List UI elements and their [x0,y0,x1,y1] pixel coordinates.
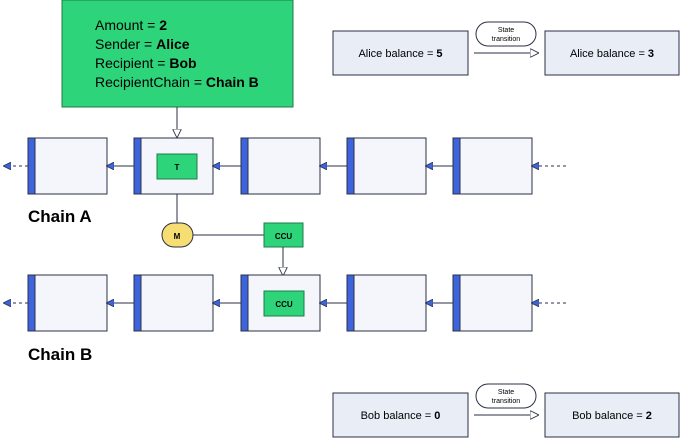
svg-text:M: M [174,232,181,241]
bob-balance-after: Bob balance = 2 [544,392,680,438]
chain-a-label: Chain A [28,207,92,226]
chain-a-block [346,137,427,195]
svg-text:State: State [498,389,514,396]
svg-text:CCU: CCU [275,232,293,241]
svg-text:Alice balance = 3: Alice balance = 3 [570,48,654,60]
svg-text:CCU: CCU [275,300,293,309]
alice-state-transition: State transition [474,21,538,53]
svg-text:Bob balance = 2: Bob balance = 2 [572,410,652,422]
chain-b-block [452,274,533,332]
tx-recipient: Recipient = Bob [95,55,197,71]
chain-b-label: Chain B [28,345,92,364]
transaction-box: Amount = 2 Sender = Alice Recipient = Bo… [61,0,294,108]
message-node: M [161,222,194,248]
tx-recipient-chain: RecipientChain = Chain B [95,74,259,90]
svg-text:Bob balance = 0: Bob balance = 0 [361,410,441,422]
svg-text:Alice balance = 5: Alice balance = 5 [358,48,442,60]
chain-b-block [240,274,321,332]
alice-balance-before: Alice balance = 5 [332,30,469,76]
transaction-marker: T [156,153,198,180]
bob-balance-before: Bob balance = 0 [332,392,469,438]
chain-b-block [27,274,108,332]
chain-b: CCU Chain B [4,274,566,364]
svg-text:T: T [175,163,180,172]
alice-balance-after: Alice balance = 3 [544,30,680,76]
bob-state-transition: State transition [474,383,538,415]
chain-a-block [240,137,321,195]
chain-a-block [452,137,533,195]
chain-a: T Chain A [4,137,566,226]
svg-text:State: State [498,27,514,34]
chain-b-block [133,274,214,332]
ccu-marker: CCU [263,290,305,317]
chain-a-block [27,137,108,195]
svg-text:transition: transition [492,36,521,43]
tx-sender: Sender = Alice [95,36,190,52]
svg-text:transition: transition [492,398,521,405]
tx-amount: Amount = 2 [95,17,167,33]
ccu-node: CCU [263,222,304,248]
chain-b-block [346,274,427,332]
